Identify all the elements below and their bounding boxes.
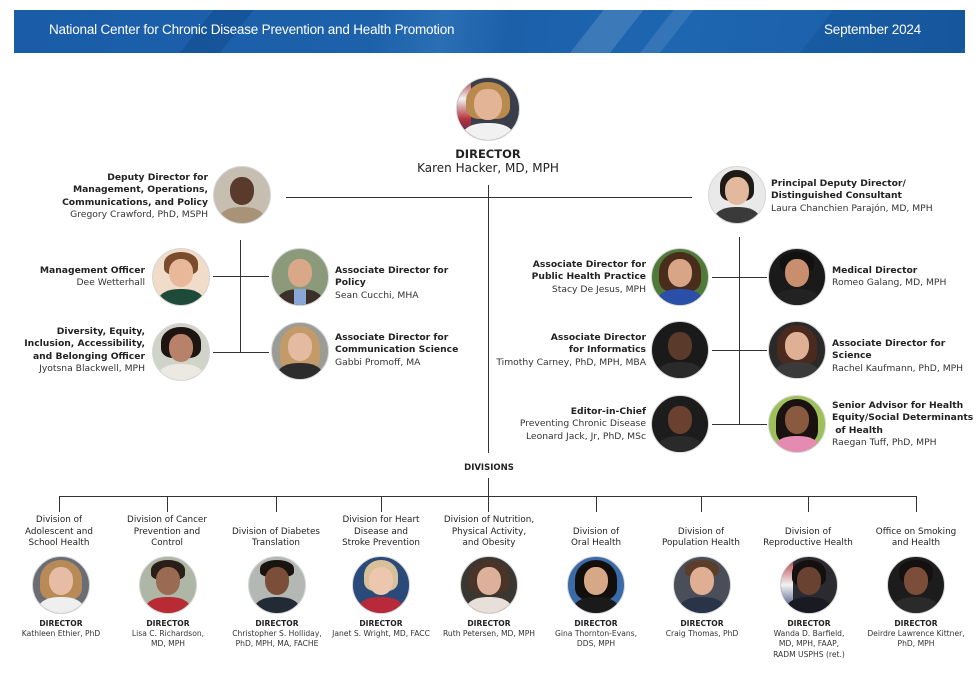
connector-right-row1 xyxy=(712,277,767,279)
division-heart-disease-stroke-prevention: Division for Heart Disease and Stroke Pr… xyxy=(342,515,420,549)
chart-date: September 2024 xyxy=(823,22,921,37)
principal-deputy-name: Laura Chanchien Parajón, MD, MPH xyxy=(771,202,933,214)
director-title: DIRECTOR xyxy=(455,147,521,161)
deia-officer-photo xyxy=(152,323,210,381)
flag-icon xyxy=(781,557,794,613)
medical-director-photo xyxy=(768,248,826,306)
health-equity-advisor-photo xyxy=(768,395,826,453)
division-cancer-prevention-control: Division of Cancer Prevention and Contro… xyxy=(127,515,207,549)
policy-director-photo xyxy=(271,248,329,306)
policy-director-label: Associate Director for Policy Sean Cucch… xyxy=(335,265,449,301)
connector-right-row3 xyxy=(712,424,767,426)
communication-science-director-label: Associate Director for Communication Sci… xyxy=(335,332,459,368)
health-equity-advisor-label: Senior Advisor for Health Equity/Social … xyxy=(832,400,974,449)
management-officer-photo xyxy=(152,248,210,306)
informatics-director-label: Associate Director for Informatics Timot… xyxy=(496,332,646,368)
deputy-director-photo xyxy=(213,166,271,224)
office-smoking-health: Office on Smoking and Health xyxy=(875,526,957,549)
science-director-photo xyxy=(768,321,826,379)
connector-right-row2 xyxy=(712,350,767,352)
division-7-director: DIRECTOR Craig Thomas, PhD xyxy=(665,619,739,638)
informatics-director-photo xyxy=(651,321,709,379)
connector-right-vertical xyxy=(739,237,741,425)
division-diabetes-translation: Division of Diabetes Translation xyxy=(232,526,320,549)
division-8-director: DIRECTOR Wanda D. Barfield, MD, MPH, FAA… xyxy=(773,619,845,659)
connector-division-2 xyxy=(167,496,169,512)
division-9-director: DIRECTOR Deirdre Lawrence Kittner, PhD, … xyxy=(867,619,965,649)
connector-left-row2 xyxy=(213,352,269,354)
connector-left-vertical xyxy=(240,240,242,353)
connector-division-3 xyxy=(276,496,278,512)
connector-division-8 xyxy=(808,496,810,512)
division-9-director-photo xyxy=(887,556,945,614)
science-director-label: Associate Director for Science Rachel Ka… xyxy=(832,338,964,374)
org-title: National Center for Chronic Disease Prev… xyxy=(49,22,455,37)
connector-division-6 xyxy=(596,496,598,512)
director-photo xyxy=(456,77,520,141)
connector-division-4 xyxy=(381,496,383,512)
connector-main-vertical xyxy=(488,185,490,453)
division-population-health: Division of Population Health xyxy=(662,526,740,549)
principal-deputy-label: Principal Deputy Director/ Distinguished… xyxy=(771,178,971,215)
principal-deputy-photo xyxy=(708,166,766,224)
deputy-director-name: Gregory Crawford, PhD, MSPH xyxy=(70,209,208,221)
medical-director-label: Medical Director Romeo Galang, MD, MPH xyxy=(832,265,947,289)
deia-officer-label: Diversity, Equity, Inclusion, Accessibil… xyxy=(24,326,145,375)
public-health-practice-director-photo xyxy=(651,248,709,306)
division-3-director-photo xyxy=(248,556,306,614)
division-2-director-photo xyxy=(139,556,197,614)
division-1-director: DIRECTOR Kathleen Ethier, PhD xyxy=(21,619,101,638)
divisions-heading: DIVISIONS xyxy=(464,463,514,473)
editor-in-chief-label: Editor-in-Chief Preventing Chronic Disea… xyxy=(519,406,646,442)
division-5-director: DIRECTOR Ruth Petersen, MD, MPH xyxy=(442,619,536,638)
division-adolescent-school-health: Division of Adolescent and School Health xyxy=(25,515,93,549)
division-6-director-photo xyxy=(567,556,625,614)
division-6-director: DIRECTOR Gina Thornton-Evans, DDS, MPH xyxy=(554,619,638,649)
division-reproductive-health: Division of Reproductive Health xyxy=(763,526,853,549)
division-1-director-photo xyxy=(32,556,90,614)
division-4-director: DIRECTOR Janet S. Wright, MD, FACC xyxy=(332,619,430,638)
management-officer-label: Management Officer Dee Wetterhall xyxy=(39,265,145,289)
division-nutrition-physical-activity-obesity: Division of Nutrition, Physical Activity… xyxy=(443,515,535,549)
connector-deputies xyxy=(286,197,692,199)
deputy-director-label: Deputy Director for Management, Operatio… xyxy=(40,172,208,222)
connector-division-1 xyxy=(59,496,61,512)
division-2-director: DIRECTOR Lisa C. Richardson, MD, MPH xyxy=(131,619,205,649)
connector-division-7 xyxy=(701,496,703,512)
communication-science-director-photo xyxy=(271,322,329,380)
director-name: Karen Hacker, MD, MPH xyxy=(417,161,559,175)
header-banner: National Center for Chronic Disease Prev… xyxy=(14,10,965,53)
connector-divisions-bar xyxy=(59,496,917,498)
connector-divisions-stem xyxy=(488,478,490,512)
division-5-director-photo xyxy=(460,556,518,614)
connector-division-9 xyxy=(916,496,918,512)
division-4-director-photo xyxy=(352,556,410,614)
public-health-practice-director-label: Associate Director for Public Health Pra… xyxy=(531,259,646,295)
connector-left-row1 xyxy=(213,276,269,278)
division-3-director: DIRECTOR Christopher S. Holliday, PhD, M… xyxy=(232,619,322,649)
division-oral-health: Division of Oral Health xyxy=(570,526,622,549)
division-8-director-photo xyxy=(780,556,838,614)
banner-stripe xyxy=(556,10,652,53)
editor-in-chief-photo xyxy=(651,395,709,453)
division-7-director-photo xyxy=(673,556,731,614)
